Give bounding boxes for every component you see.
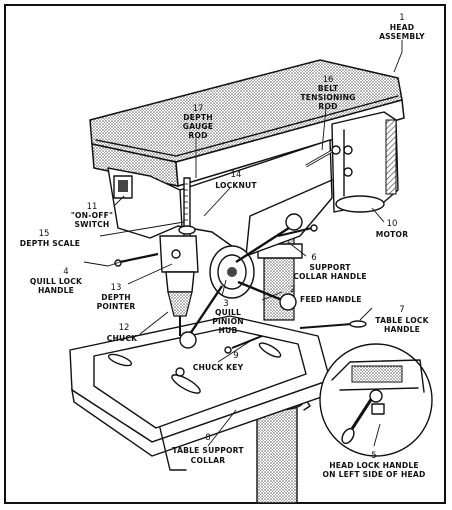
callout-3-line2: PINION	[212, 317, 244, 326]
callout-16-line2: TENSIONING	[300, 93, 355, 102]
callout-11-number: 11	[87, 202, 98, 212]
callout-5-line2: ON LEFT SIDE OF HEAD	[323, 470, 426, 479]
callout-9-number: 9	[233, 351, 238, 361]
callout-5-number: 5	[371, 451, 376, 461]
callout-6-line1: SUPPORT	[309, 263, 351, 272]
callout-2-line1: FEED HANDLE	[300, 295, 362, 304]
leader-lines	[83, 40, 403, 447]
callout-15-number: 15	[39, 229, 50, 239]
callout-3-line1: QUILL	[215, 308, 241, 317]
callout-7-number: 7	[399, 305, 404, 315]
callout-labels: 1 HEAD ASSEMBLY 16 BELT TENSIONING ROD 1…	[20, 13, 430, 479]
support-collar-handle[interactable]	[277, 224, 318, 237]
callout-1-line1: HEAD	[390, 23, 415, 32]
callout-9-line1: CHUCK KEY	[193, 363, 244, 372]
callout-10-line1: MOTOR	[376, 230, 409, 239]
callout-2-number: 2	[290, 285, 295, 295]
callout-6-line2: COLLAR HANDLE	[293, 272, 367, 281]
callout-5-line1: HEAD LOCK HANDLE	[329, 461, 419, 470]
callout-17-line1: DEPTH	[183, 113, 213, 122]
callout-12-number: 12	[119, 323, 130, 333]
callout-8-line2: COLLAR	[191, 456, 226, 465]
callout-17-line2: GAUGE	[183, 122, 213, 131]
callout-13-line2: POINTER	[97, 302, 136, 311]
quill-and-chuck	[159, 235, 199, 336]
on-off-switch[interactable]	[113, 175, 133, 199]
callout-13-line1: DEPTH	[101, 293, 131, 302]
inset-head-lock-detail	[319, 343, 433, 457]
chuck-key[interactable]	[224, 335, 263, 354]
callout-15-line1: DEPTH SCALE	[20, 239, 80, 248]
callout-10-number: 10	[387, 219, 398, 229]
work-table	[69, 315, 331, 471]
callout-7-line1: TABLE LOCK	[375, 316, 429, 325]
callout-14-line1: LOCKNUT	[215, 181, 257, 190]
callout-1-line2: ASSEMBLY	[379, 32, 425, 41]
callout-11-line2: SWITCH	[75, 220, 110, 229]
callout-3-number: 3	[223, 299, 228, 309]
callout-13-number: 13	[111, 283, 122, 293]
callout-8-number: 8	[205, 433, 210, 443]
table-lock-handle[interactable]	[299, 320, 367, 329]
callout-3-line3: HUB	[219, 326, 238, 335]
callout-11-line1: "ON-OFF"	[71, 211, 113, 220]
callout-12-line1: CHUCK	[107, 334, 138, 343]
diagram-border	[4, 4, 446, 504]
belt-tensioning-rod	[305, 145, 341, 168]
motor	[331, 111, 399, 213]
callout-4-line1: QUILL LOCK	[30, 277, 83, 286]
callout-16-line1: BELT	[318, 84, 339, 93]
callout-16-number: 16	[323, 75, 334, 85]
callout-17-number: 17	[193, 104, 204, 114]
quill-lock-handle[interactable]	[114, 252, 159, 267]
callout-6-number: 6	[311, 253, 316, 263]
callout-16-line3: ROD	[318, 102, 337, 111]
callout-17-line3: ROD	[188, 131, 207, 140]
callout-8-line1: TABLE SUPPORT	[172, 446, 244, 455]
callout-14-number: 14	[231, 170, 242, 180]
depth-gauge-rod	[178, 177, 196, 239]
callout-4-line2: HANDLE	[38, 286, 74, 295]
callout-1-number: 1	[399, 13, 404, 23]
callout-4-number: 4	[63, 267, 68, 277]
callout-7-line2: HANDLE	[384, 325, 420, 334]
feed-handles[interactable]	[179, 213, 303, 349]
